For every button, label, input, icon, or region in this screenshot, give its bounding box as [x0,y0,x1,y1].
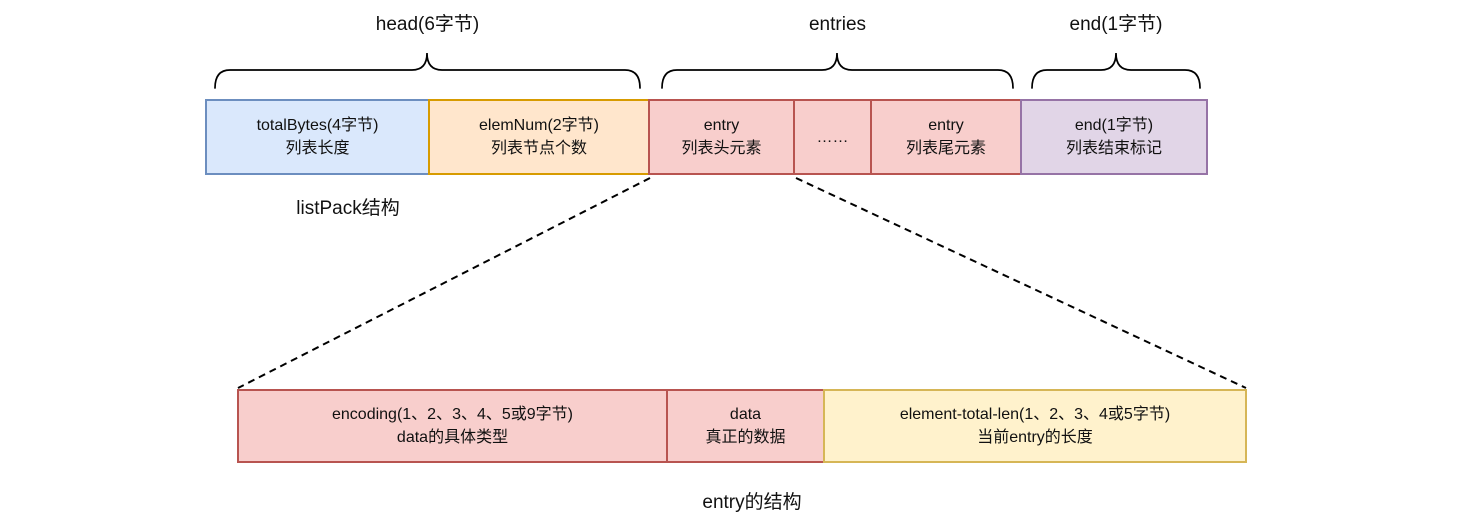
entries-brace [661,52,1014,89]
box-line-1: end(1字节) [1074,117,1154,134]
box-line-2: 当前entry的长度 [977,429,1093,446]
box-line-1: …… [816,128,849,146]
box-entries-ellipsis: …… [793,99,872,175]
listpack-caption: listPack结构 [296,198,400,219]
entries-brace-label: entries [808,14,867,35]
box-line-2: 列表头元素 [681,140,762,157]
box-line-2: 真正的数据 [705,429,786,446]
box-data: data 真正的数据 [666,389,825,463]
box-line-2: 列表结束标记 [1065,140,1162,157]
box-line-2: 列表尾元素 [905,140,986,157]
box-encoding: encoding(1、2、3、4、5或9字节) data的具体类型 [237,389,668,463]
box-line-1: encoding(1、2、3、4、5或9字节) [332,406,573,423]
box-line-1: data [729,406,762,423]
box-line-1: totalBytes(4字节) [256,117,379,134]
box-line-2: 列表长度 [285,140,350,157]
box-line-1: entry [703,117,740,134]
box-elemnum: elemNum(2字节) 列表节点个数 [428,99,650,175]
box-end: end(1字节) 列表结束标记 [1020,99,1208,175]
box-line-2: 列表节点个数 [490,140,587,157]
box-line-1: elemNum(2字节) [478,117,600,134]
box-element-total-len: element-total-len(1、2、3、4或5字节) 当前entry的长… [823,389,1247,463]
end-brace [1031,52,1201,89]
box-line-1: entry [928,117,964,134]
box-line-1: element-total-len(1、2、3、4或5字节) [899,406,1171,423]
box-totalbytes: totalBytes(4字节) 列表长度 [205,99,430,175]
head-brace-label: head(6字节) [375,14,480,35]
end-brace-label: end(1字节) [1069,14,1163,35]
head-brace [214,52,641,89]
box-line-2: data的具体类型 [396,429,509,446]
entry-caption: entry的结构 [702,492,802,513]
box-entry-tail: entry 列表尾元素 [870,99,1022,175]
entry-zoom-dashed-line-right [795,177,1247,389]
box-entry-head: entry 列表头元素 [648,99,795,175]
